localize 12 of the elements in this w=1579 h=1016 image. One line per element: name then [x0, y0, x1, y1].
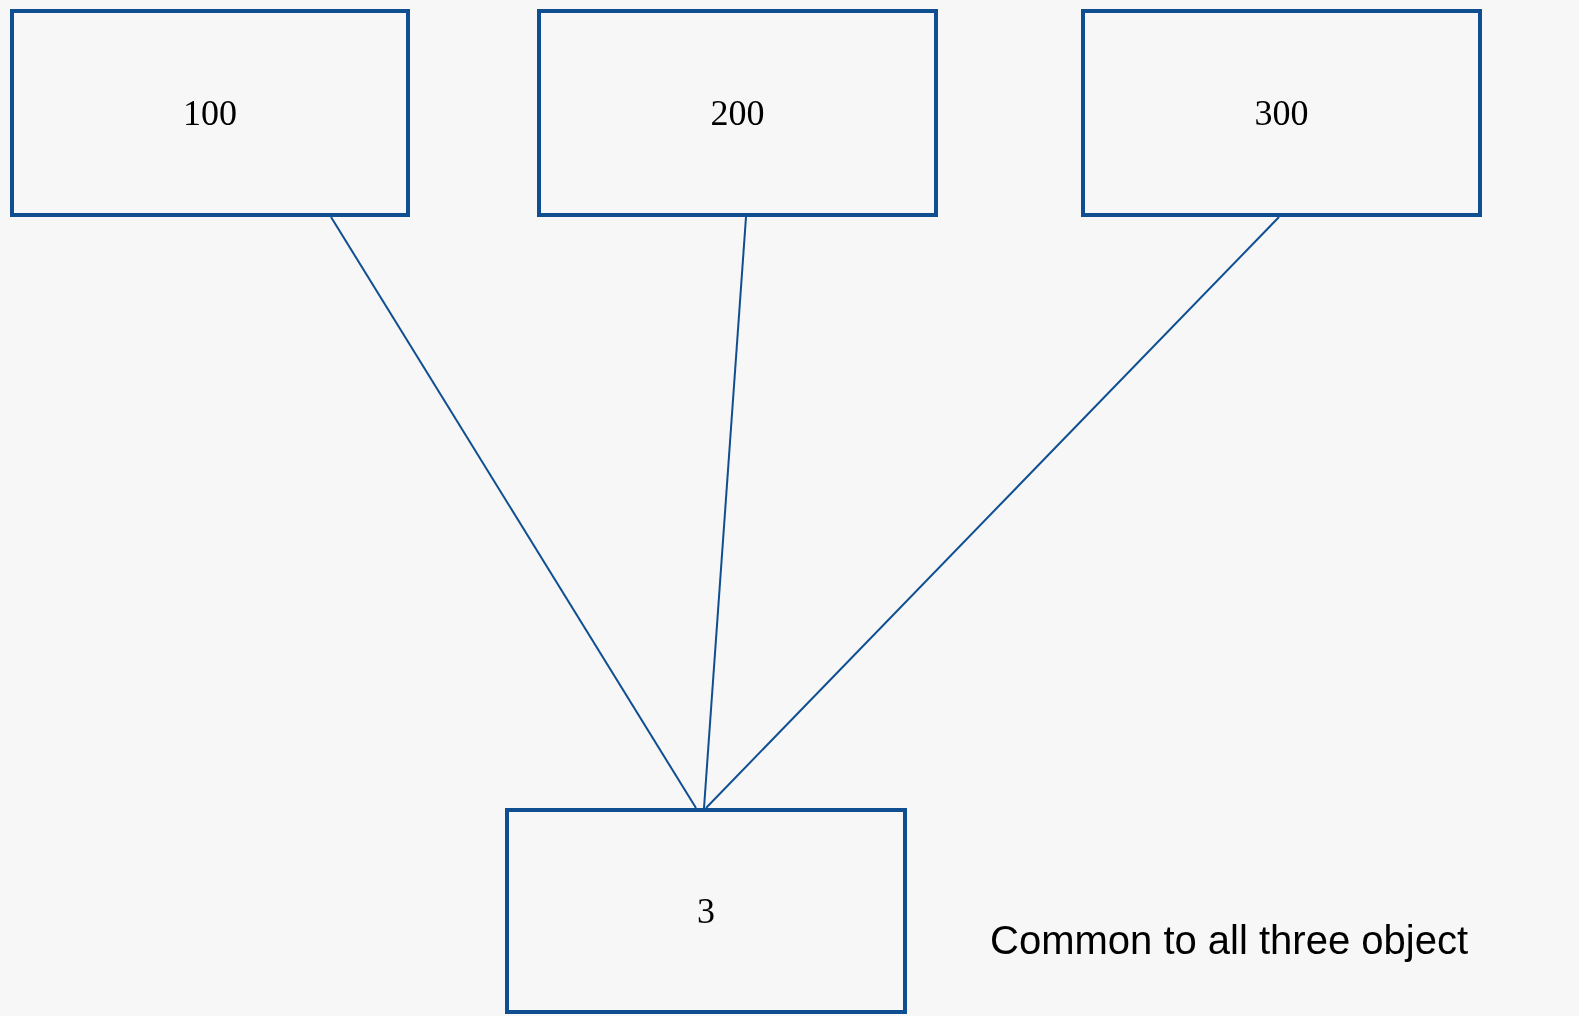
process-box — [505, 808, 907, 1014]
node-label: 3 — [697, 890, 715, 932]
node-label: 200 — [710, 92, 765, 134]
connector-line — [703, 216, 747, 809]
process-box — [10, 9, 410, 217]
connector-line — [705, 216, 1280, 809]
note-text: Common to all three object — [990, 918, 1468, 963]
node-label: 300 — [1254, 92, 1309, 134]
connector-line — [330, 216, 697, 809]
process-box — [537, 9, 938, 217]
process-box — [1081, 9, 1482, 217]
node-label: 100 — [183, 92, 237, 134]
